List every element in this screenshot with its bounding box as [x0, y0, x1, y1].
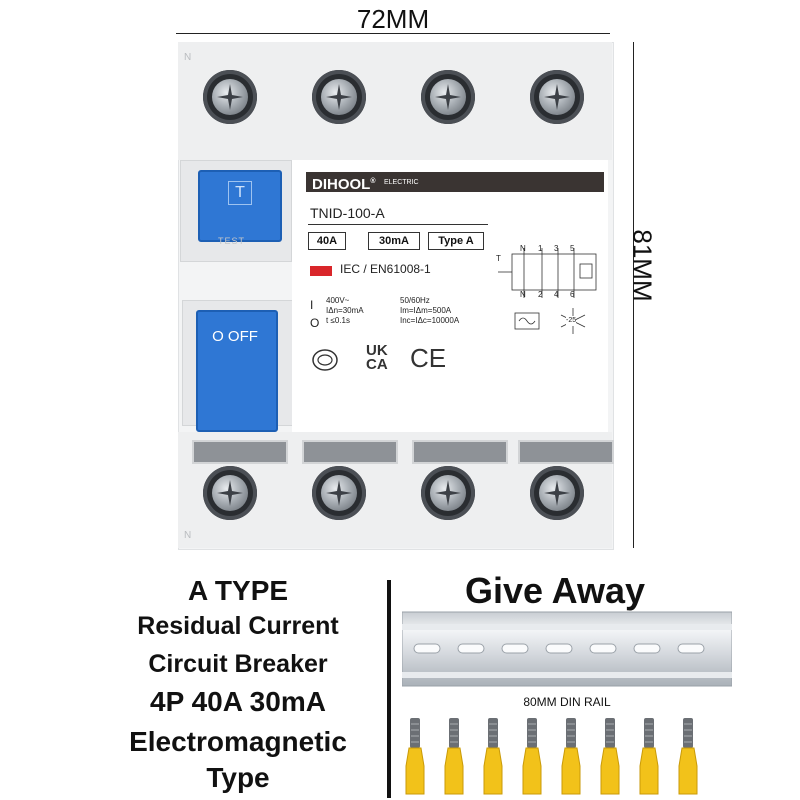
- wire-slot: [192, 440, 288, 464]
- ferrule-icon: [405, 718, 425, 795]
- face-panel: [292, 160, 608, 432]
- ferrule-icon: [522, 718, 542, 795]
- width-dimension-label: 72MM: [356, 4, 430, 34]
- terminal-screw-icon: [312, 466, 366, 520]
- terminal-screw-icon: [203, 70, 257, 124]
- ukca-mark: UK CA: [366, 342, 388, 373]
- ccc-mark-icon: [312, 349, 338, 371]
- wire-slot: [518, 440, 614, 464]
- wire-slot: [412, 440, 508, 464]
- ferrule-icon: [444, 718, 464, 795]
- ferrule-icon: [561, 718, 581, 795]
- lever-label: O OFF: [212, 328, 258, 345]
- height-dimension-line: [633, 42, 634, 548]
- product-line-4: 4P 40A 30mA: [150, 686, 326, 717]
- wire-slot: [302, 440, 398, 464]
- ratings-left: 400V~ IΔn=30mA t ≤0.1s: [326, 296, 364, 325]
- width-dimension-line: [176, 33, 610, 34]
- section-divider: [387, 580, 391, 798]
- top-terminal-n-label: N: [184, 52, 192, 63]
- test-button[interactable]: [198, 170, 282, 242]
- product-line-2: Residual Current: [137, 612, 339, 640]
- temperature-label: -25: [566, 316, 577, 326]
- product-line-5: Electromagnetic: [129, 726, 347, 757]
- ferrule-icon: [483, 718, 503, 795]
- height-dimension-label: 81MM: [627, 229, 658, 302]
- terminal-screw-icon: [530, 466, 584, 520]
- spec-type: Type A: [428, 232, 484, 250]
- bottom-terminal-n-label: N: [184, 530, 192, 541]
- ferrule-icon: [600, 718, 620, 795]
- spec-current: 40A: [308, 232, 346, 250]
- terminal-screw-icon: [203, 466, 257, 520]
- diagram-bottom-4: 4: [554, 290, 559, 299]
- test-button-label: TEST: [218, 236, 246, 246]
- diagram-test-letter: T: [496, 254, 501, 263]
- product-line-6: Type: [206, 762, 270, 793]
- din-rail-label: 80MM DIN RAIL: [523, 695, 611, 709]
- diagram-top-3: 3: [554, 244, 559, 253]
- ac-wave-icon: [514, 312, 540, 330]
- on-off-lever[interactable]: [196, 310, 278, 432]
- standard-label: IEC / EN61008-1: [340, 262, 431, 276]
- flag-icon: [310, 266, 332, 276]
- ferrule-icon: [678, 718, 698, 795]
- product-type-heading: A TYPE: [187, 575, 289, 606]
- ce-mark: CE: [410, 343, 447, 373]
- terminal-screw-icon: [421, 70, 475, 124]
- ferrule-icon: [639, 718, 659, 795]
- din-rail-icon: [402, 611, 732, 687]
- off-mark: O: [310, 316, 320, 330]
- diagram-top-5: 5: [570, 244, 575, 253]
- model-underline: [308, 224, 488, 225]
- terminal-screw-icon: [421, 466, 475, 520]
- terminal-screw-icon: [312, 70, 366, 124]
- terminal-screw-icon: [530, 70, 584, 124]
- on-mark: I: [310, 298, 314, 312]
- ratings-right: 50/60Hz Im=IΔm=500A Inc=IΔc=10000A: [400, 296, 460, 325]
- product-line-3: Circuit Breaker: [148, 650, 328, 678]
- diagram-bottom-6: 6: [570, 290, 575, 299]
- brand-bar: [306, 172, 604, 192]
- brand-logo: DIHOOL®: [312, 176, 376, 193]
- diagram-bottom-2: 2: [538, 290, 543, 299]
- diagram-bottom-n: N: [520, 290, 526, 299]
- diagram-top-1: 1: [538, 244, 543, 253]
- diagram-top-n: N: [520, 244, 526, 253]
- wiring-diagram-icon: [498, 248, 597, 298]
- spec-sensitivity: 30mA: [368, 232, 420, 250]
- test-button-symbol: T: [228, 181, 252, 205]
- model-number: TNID-100-A: [310, 205, 385, 221]
- brand-subtitle: ELECTRIC: [384, 179, 419, 186]
- giveaway-title: Give Away: [464, 570, 646, 611]
